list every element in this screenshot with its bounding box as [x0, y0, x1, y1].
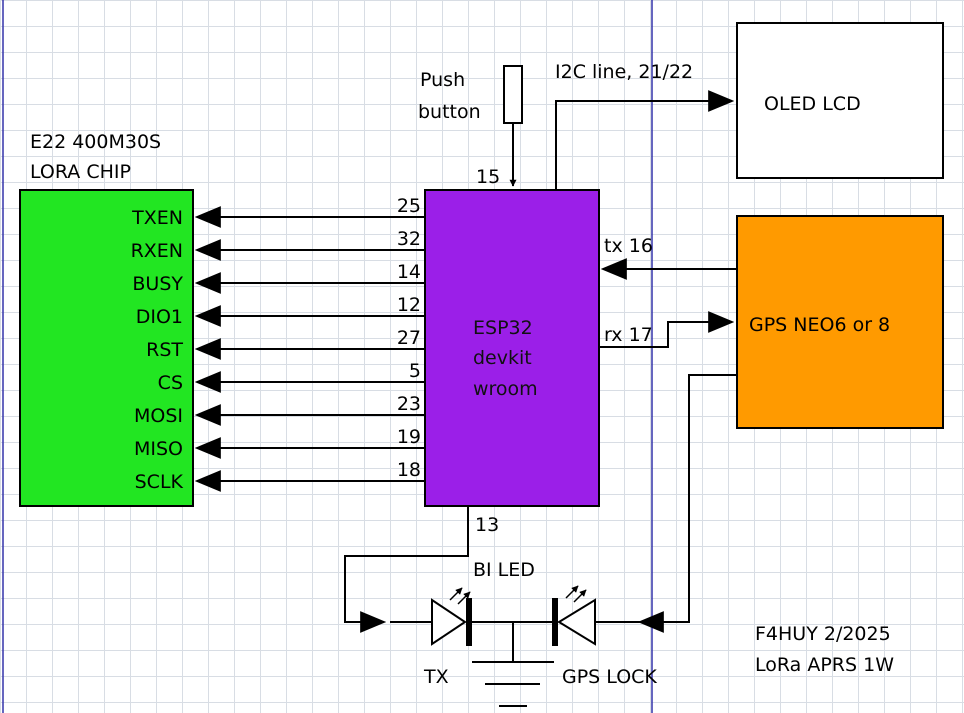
gpio-label-32: 32	[397, 228, 421, 250]
gps-box	[736, 215, 944, 429]
push-button-symbol	[503, 65, 523, 124]
lora-pin-label-sclk: SCLK	[135, 471, 184, 493]
oled-label: OLED LCD	[764, 93, 861, 115]
gps-lock-led-symbol	[552, 585, 640, 646]
bi-led-label: BI LED	[473, 559, 535, 581]
oled-box	[736, 22, 944, 179]
tx-led-symbol	[390, 587, 472, 646]
lora-pin-label-miso: MISO	[134, 438, 183, 460]
gpio-label-15: 15	[476, 166, 500, 188]
gps-lock-led-label: GPS LOCK	[562, 666, 657, 688]
gpio-label-23: 23	[397, 393, 421, 415]
credit-line2: LoRa APRS 1W	[755, 654, 894, 676]
esp32-label-line1: ESP32	[473, 317, 533, 339]
lora-pin-label-busy: BUSY	[132, 273, 183, 295]
esp32-label-line3: wroom	[473, 378, 538, 400]
tx-led-label: TX	[423, 666, 449, 688]
gpio-label-27: 27	[397, 327, 421, 349]
lora-pin-label-mosi: MOSI	[134, 405, 183, 427]
ground-symbol	[472, 622, 554, 707]
gpio-label-19: 19	[397, 426, 421, 448]
gpio-label-13: 13	[475, 514, 499, 536]
lora-chip-box	[19, 189, 194, 507]
gps-lock-wire	[637, 374, 737, 633]
push-button-label-line1: Push	[420, 69, 465, 91]
lora-chip-title-line2: LORA CHIP	[30, 161, 131, 183]
lora-pin-label-cs: CS	[158, 372, 183, 394]
lora-pin-label-dio1: DIO1	[136, 306, 183, 328]
i2c-label: I2C line, 21/22	[555, 61, 693, 83]
gpio-label-25: 25	[397, 195, 421, 217]
push-button-label-line2: button	[418, 101, 481, 123]
gps-label: GPS NEO6 or 8	[749, 314, 890, 336]
gpio-label-5: 5	[409, 360, 421, 382]
credit-line1: F4HUY 2/2025	[755, 623, 891, 645]
gps-rx-wire	[599, 311, 735, 348]
gps-tx-label: tx 16	[604, 235, 653, 257]
gpio-label-14: 14	[397, 261, 421, 283]
gpio-label-18: 18	[397, 459, 421, 481]
gpio-label-12: 12	[397, 294, 421, 316]
lora-pin-label-rxen: RXEN	[131, 240, 183, 262]
lora-pin-label-txen: TXEN	[131, 207, 183, 229]
gps-rx-label: rx 17	[604, 324, 653, 346]
led-drive-wire	[344, 506, 469, 633]
esp32-label-line2: devkit	[473, 347, 532, 369]
i2c-line	[555, 90, 735, 190]
lora-pin-label-rst: RST	[146, 339, 183, 361]
lora-chip-title-line1: E22 400M30S	[30, 131, 161, 153]
esp32-box	[424, 189, 600, 507]
